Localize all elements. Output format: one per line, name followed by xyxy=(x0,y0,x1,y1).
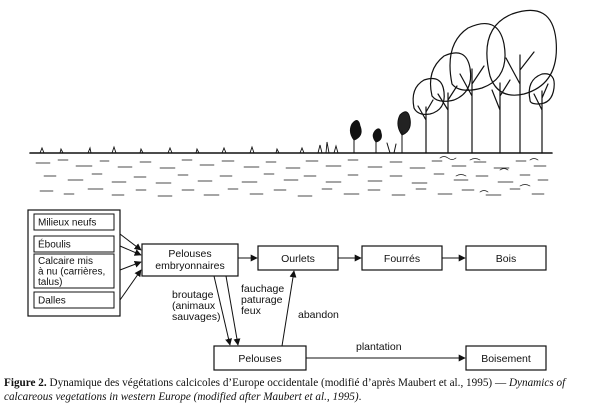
disturbance-arrows xyxy=(213,270,297,347)
edge-label-broutage-2: (animaux xyxy=(172,300,216,312)
vegetation-illustration xyxy=(29,9,557,197)
source-label-milieux-neufs-1: Milieux neufs xyxy=(38,217,96,228)
node-pelouses-embryonnaires xyxy=(141,243,239,277)
node-pelouses-embryonnaires-label-1: Pelouses xyxy=(168,248,211,260)
source-box-eboulis xyxy=(33,235,115,253)
node-pelouses-embryonnaires-label-2: embryonnaires xyxy=(155,260,224,272)
edge-label-fauchage-3: feux xyxy=(241,305,262,317)
soil-texture xyxy=(35,156,549,197)
node-bois-label: Bois xyxy=(496,253,516,265)
edge-label-broutage-3: sauvages) xyxy=(172,311,220,323)
source-box-calcaire-mis-a-nu xyxy=(33,253,115,289)
source-label-dalles-1: Dalles xyxy=(38,295,66,306)
sources-group-box xyxy=(27,209,121,317)
edge-label-fauchage-2: paturage xyxy=(241,294,283,306)
source-arrows xyxy=(119,233,142,301)
node-bois xyxy=(465,245,547,271)
edge-label-broutage-1: broutage xyxy=(172,289,214,301)
node-ourlets-label: Ourlets xyxy=(281,253,315,265)
arrow-milieux-to-pelouses-emb xyxy=(119,233,142,251)
source-box-milieux-neufs xyxy=(33,213,115,231)
arrow-fauchage xyxy=(225,275,241,346)
succession-arrows xyxy=(238,254,466,362)
edge-label-plantation: plantation xyxy=(356,341,402,353)
arrow-eboulis-to-pelouses-emb xyxy=(119,245,142,256)
node-boisement xyxy=(465,345,547,371)
source-box-dalles xyxy=(33,291,115,309)
edge-label-abandon: abandon xyxy=(298,309,339,321)
node-pelouses-label: Pelouses xyxy=(238,353,281,365)
source-label-calcaire-mis-a-nu-2: à nu (carrières, xyxy=(38,266,105,277)
arrow-calcaire-to-pelouses-emb xyxy=(119,260,142,271)
node-ourlets xyxy=(257,245,339,271)
shrubs xyxy=(349,111,411,154)
arrow-dalles-to-pelouses-emb xyxy=(119,269,142,301)
caption-label: Figure 2. xyxy=(4,377,47,389)
node-fourres-label: Fourrés xyxy=(384,253,420,265)
node-boisement-label: Boisement xyxy=(481,353,531,365)
source-label-calcaire-mis-a-nu-3: talus) xyxy=(38,277,62,288)
node-fourres xyxy=(361,245,443,271)
caption-french: Dynamique des végétations calcicoles d’E… xyxy=(46,377,509,389)
arrow-broutage xyxy=(213,275,232,346)
source-label-eboulis-1: Éboulis xyxy=(38,237,71,250)
figure-caption: Figure 2. Dynamique des végétations calc… xyxy=(4,376,596,404)
caption-english: Dynamics of calcareous vegetations in we… xyxy=(4,377,566,403)
edge-label-fauchage-1: fauchage xyxy=(241,283,284,295)
caption-end: . xyxy=(358,391,362,403)
arrow-abandon xyxy=(281,270,297,347)
grass-tufts xyxy=(39,141,339,154)
source-label-calcaire-mis-a-nu-1: Calcaire mis xyxy=(38,256,93,267)
trees xyxy=(412,9,557,154)
